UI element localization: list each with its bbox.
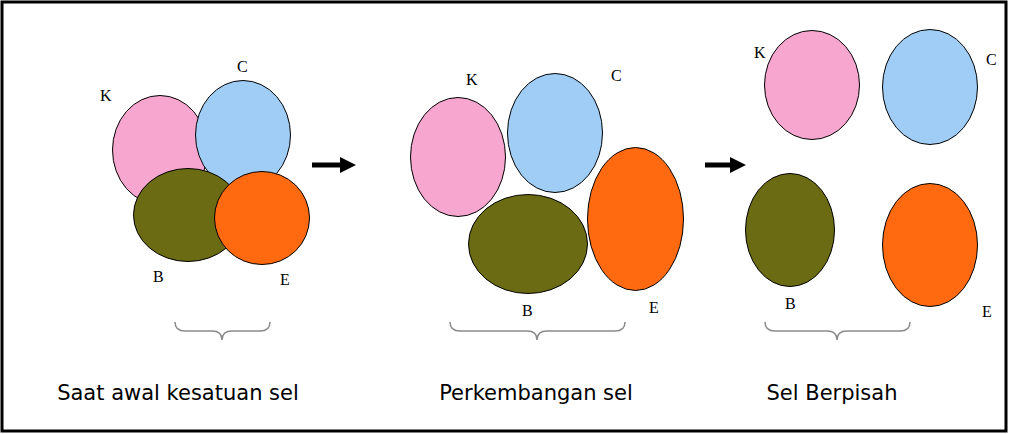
cell-ellipse: E xyxy=(214,171,310,265)
cell-label: K xyxy=(100,87,112,105)
ellipse-outline xyxy=(745,173,835,287)
ellipse-outline xyxy=(468,194,588,294)
cell-ellipse: C xyxy=(507,73,603,193)
cell-label: B xyxy=(785,295,796,313)
ellipse-outline xyxy=(507,73,603,193)
stage-caption: Sel Berpisah xyxy=(766,380,897,406)
cell-label: B xyxy=(153,268,164,286)
cell-label: C xyxy=(237,58,248,76)
ellipse-outline xyxy=(214,171,310,265)
ellipse-outline xyxy=(410,97,506,217)
cell-label: E xyxy=(280,271,290,289)
curly-brace xyxy=(175,322,270,340)
cell-label: K xyxy=(466,71,478,89)
cell-ellipse: E xyxy=(882,183,978,307)
cell-ellipse: E xyxy=(587,147,684,291)
ellipse-outline xyxy=(764,30,860,140)
stage-caption: Perkembangan sel xyxy=(439,380,633,406)
ellipse-outline xyxy=(587,147,684,291)
cell-label: C xyxy=(986,51,997,69)
cell-ellipse: B xyxy=(745,173,835,287)
cell-ellipse: K xyxy=(764,30,860,140)
curly-brace xyxy=(765,322,910,340)
cell-label: E xyxy=(649,299,659,317)
ellipse-outline xyxy=(882,183,978,307)
stage-arrow xyxy=(312,157,356,173)
stage-caption: Saat awal kesatuan sel xyxy=(57,380,299,406)
cell-label: B xyxy=(522,302,533,320)
cell-ellipse: C xyxy=(882,29,978,145)
stage-arrow xyxy=(705,157,746,173)
cell-ellipse: K xyxy=(410,97,506,217)
cell-label: C xyxy=(611,67,622,85)
curly-brace xyxy=(450,322,625,340)
ellipse-outline xyxy=(882,29,978,145)
cell-label: E xyxy=(982,303,992,321)
cell-label: K xyxy=(754,44,766,62)
cell-ellipse: B xyxy=(468,194,588,294)
